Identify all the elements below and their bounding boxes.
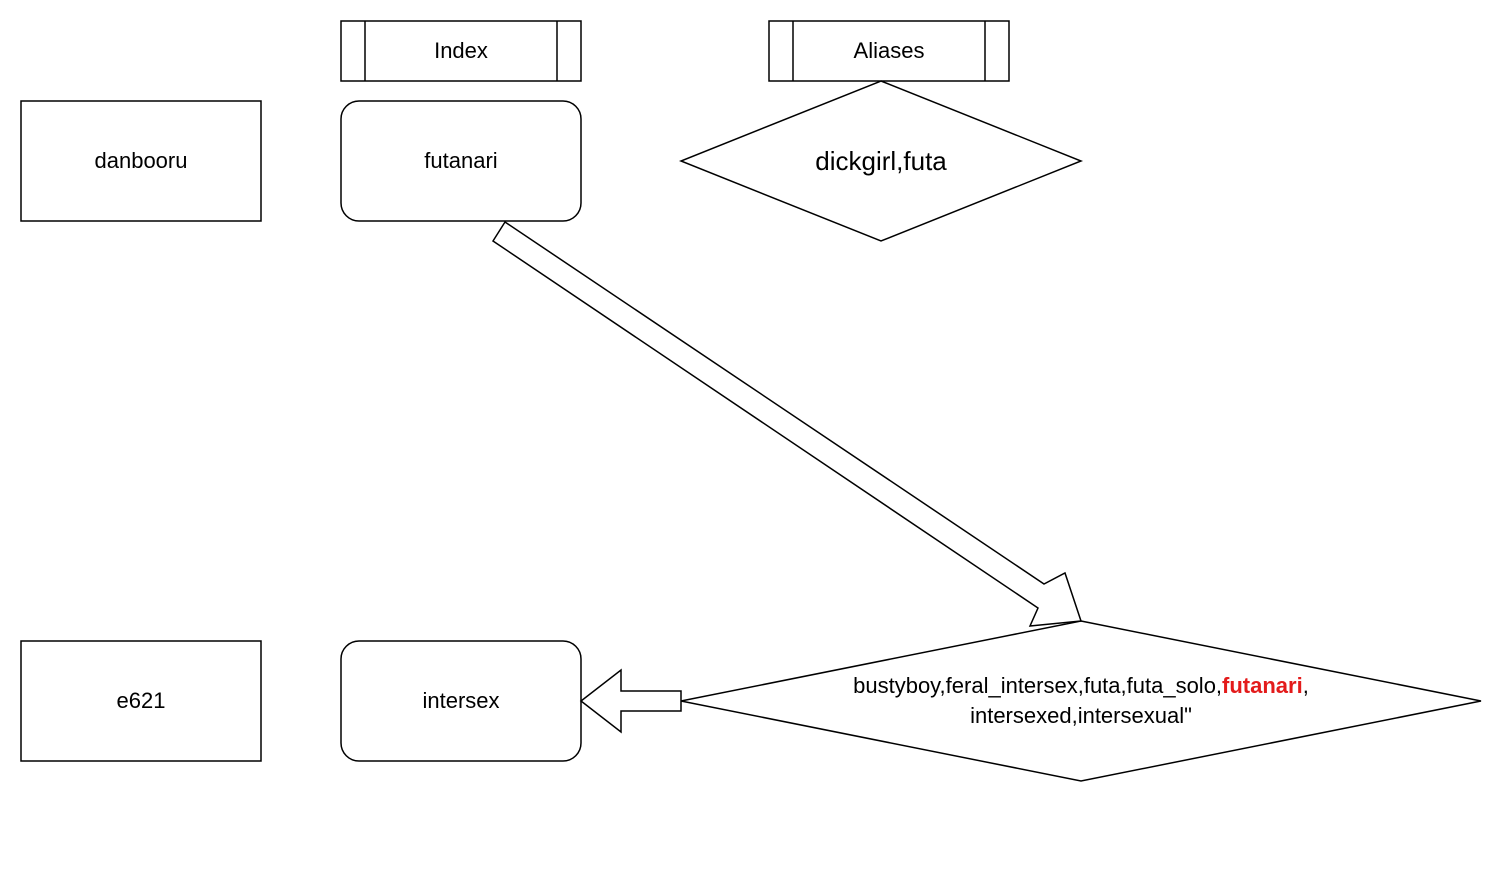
tag-box-intersex[interactable]: [340, 640, 582, 762]
match-arrow[interactable]: [491, 220, 1083, 627]
resolve-arrow[interactable]: [579, 668, 682, 734]
tag-box-futanari[interactable]: [340, 100, 582, 222]
source-box-e621[interactable]: [20, 640, 262, 762]
index-header[interactable]: [340, 20, 582, 82]
aliases-header[interactable]: [768, 20, 1010, 82]
alias-diamond-e621[interactable]: [680, 620, 1482, 782]
source-box-danbooru[interactable]: [20, 100, 262, 222]
alias-diamond-danbooru[interactable]: [678, 80, 1084, 242]
